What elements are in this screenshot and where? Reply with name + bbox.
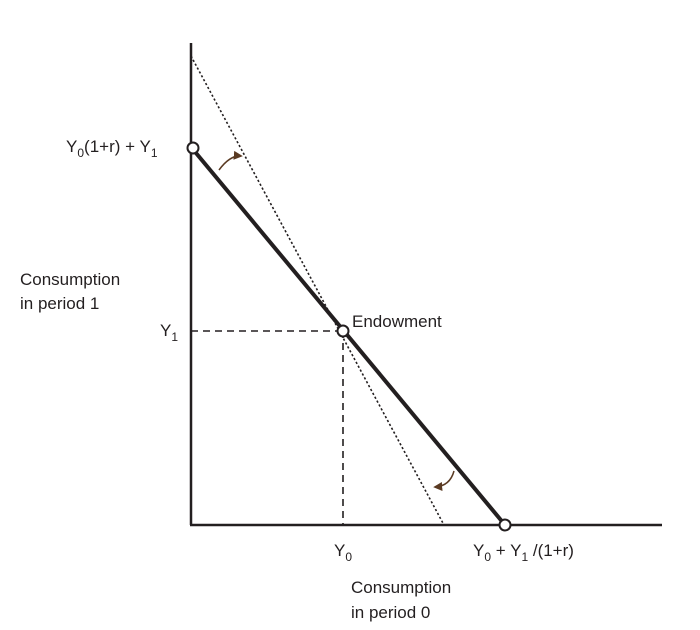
x-intercept-sub2: 1 (521, 550, 528, 564)
x-intercept-rest: /(1+r) (528, 541, 574, 560)
y-axis-title-line-2: in period 1 (20, 294, 99, 313)
y0-base: Y (334, 541, 345, 560)
x-axis-title-2: in period 0 (351, 603, 430, 622)
y-intercept-base: Y (66, 137, 77, 156)
lower-rotation-arrow (433, 470, 455, 492)
y-intercept-label: Y0(1+r) + Y1 (66, 137, 158, 160)
y1-sub: 1 (171, 330, 178, 344)
y0-label: Y0 (334, 541, 352, 564)
endowment-label: Endowment (352, 312, 442, 331)
y-intercept-point (186, 141, 200, 155)
y-intercept-rest: (1+r) + Y (84, 137, 151, 156)
upper-rotation-arrow (218, 150, 243, 171)
x-intercept-point (498, 518, 512, 532)
x-intercept-sub: 0 (484, 550, 491, 564)
x-axis-title-line-1: Consumption (351, 578, 451, 597)
x-axis-title-line-2: in period 0 (351, 603, 430, 622)
y-intercept-sub: 0 (77, 146, 84, 160)
y-intercept-sub2: 1 (151, 146, 158, 160)
x-intercept-base: Y (473, 541, 484, 560)
budget-line (189, 145, 507, 527)
endowment-point (336, 324, 350, 338)
y-axis-title-2: in period 1 (20, 294, 99, 313)
y-axis-title-line-1: Consumption (20, 270, 120, 289)
y1-base: Y (160, 321, 171, 340)
rotated-budget-line (190, 55, 445, 526)
x-intercept-mid: + Y (491, 541, 521, 560)
y1-label: Y1 (160, 321, 178, 344)
x-intercept-label: Y0 + Y1 /(1+r) (473, 541, 574, 564)
x-axis-title: Consumption (351, 578, 451, 597)
y0-sub: 0 (345, 550, 352, 564)
y-axis-title: Consumption (20, 270, 120, 289)
